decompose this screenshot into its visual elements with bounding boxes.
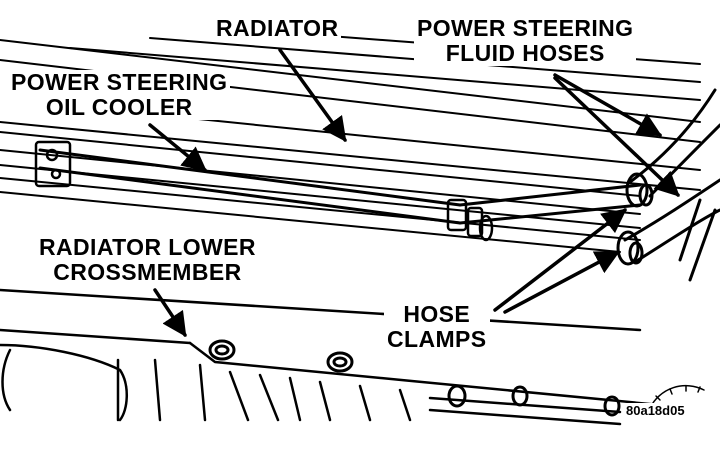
cooler-bracket: [34, 140, 72, 188]
arrow-ps-hoses-2: [553, 76, 680, 197]
label-ps-fluid-hoses-line2: FLUID HOSES: [445, 40, 605, 66]
label-radiator: RADIATOR: [213, 15, 342, 41]
label-hose-clamps-line1: HOSE: [403, 301, 471, 327]
reference-mark: [649, 384, 705, 409]
lower-crossmember: [0, 288, 662, 426]
cooler-fittings: [446, 198, 494, 242]
arrow-hose-clamp-2: [503, 250, 621, 314]
leader-arrows: [148, 48, 680, 338]
figure-reference-code: 80a18d05: [624, 403, 687, 418]
label-crossmember-line1: RADIATOR LOWER: [39, 234, 256, 260]
label-ps-fluid-hoses: POWER STEERING FLUID HOSES: [414, 15, 637, 66]
arrow-ps-hoses-1: [553, 73, 663, 137]
label-radiator-text: RADIATOR: [216, 15, 339, 41]
arrow-crossmember: [153, 288, 187, 338]
label-ps-oil-cooler-line2: OIL COOLER: [45, 94, 193, 120]
arrow-ps-cooler: [148, 123, 207, 172]
label-ps-fluid-hoses-line1: POWER STEERING: [417, 15, 634, 41]
label-ps-oil-cooler: POWER STEERING OIL COOLER: [8, 69, 231, 120]
arrow-hose-clamp-1: [493, 208, 627, 312]
label-hose-clamps-line2: CLAMPS: [387, 326, 487, 352]
label-hose-clamps: HOSE CLAMPS: [384, 302, 490, 352]
hose-clamp-lower: [616, 230, 644, 266]
label-ps-oil-cooler-line1: POWER STEERING: [11, 69, 228, 95]
hose-clamp-upper: [625, 172, 654, 208]
arrow-radiator: [278, 48, 347, 142]
oil-cooler-tube: [38, 148, 642, 225]
label-radiator-lower-crossmember: RADIATOR LOWER CROSSMEMBER: [36, 235, 259, 285]
crossmember-mounts: [208, 339, 621, 417]
label-crossmember-line2: CROSSMEMBER: [53, 259, 242, 285]
